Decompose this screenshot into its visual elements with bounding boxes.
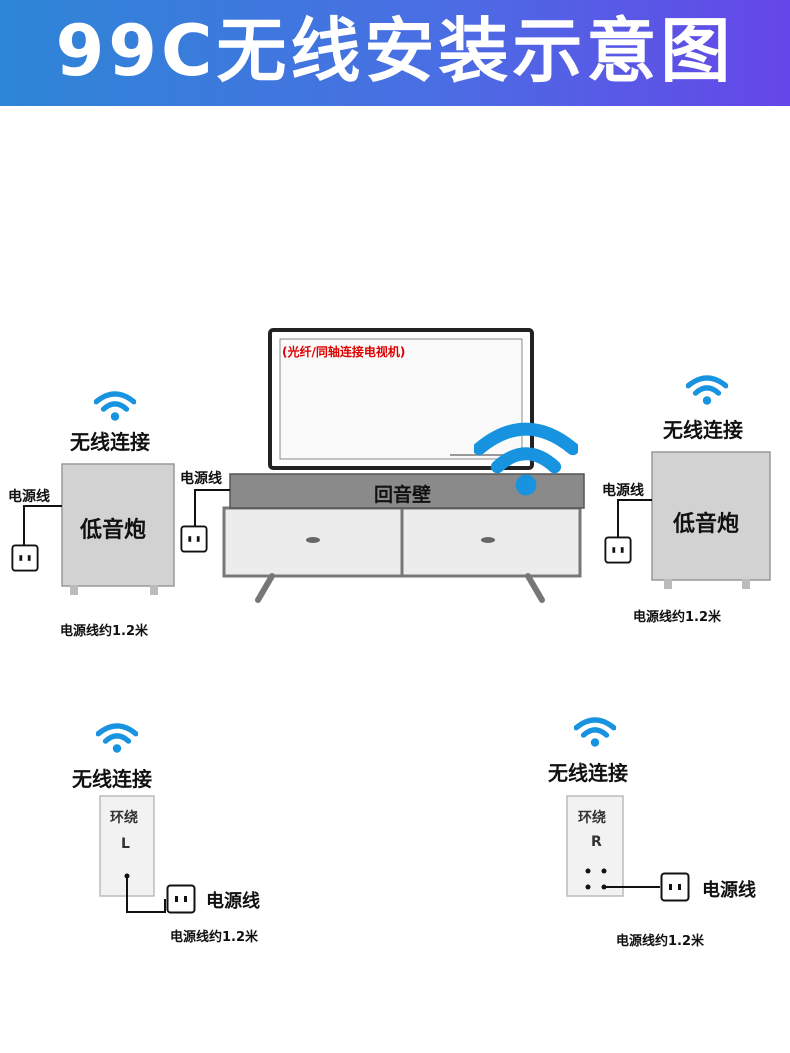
power-cord-label: 电源线 (8, 489, 50, 505)
surround-label: 环绕 (578, 810, 606, 826)
power-cord-length: 电源线约1.2米 (170, 930, 259, 945)
power-outlet-icon (604, 536, 632, 564)
wireless-label: 无线连接 (548, 761, 628, 785)
title-banner: 99C无线安装示意图 (0, 0, 790, 106)
left-subwoofer (61, 463, 175, 595)
power-outlet-icon (180, 525, 208, 553)
wifi-icon (688, 378, 726, 405)
left-channel-label: L (121, 836, 130, 852)
page-title: 99C无线安装示意图 (55, 10, 735, 92)
power-cord-length: 电源线约1.2米 (616, 934, 705, 949)
power-cord-length: 电源线约1.2米 (633, 610, 722, 625)
wifi-icon (576, 720, 614, 747)
power-outlet-icon (660, 872, 690, 902)
right-subwoofer (651, 451, 771, 589)
tv-connection-note: (光纤/同轴连接电视机) (282, 345, 406, 359)
surround-right-speaker (566, 795, 624, 897)
power-cord-label: 电源线 (602, 483, 644, 499)
wifi-icon (98, 726, 136, 753)
power-outlet-icon (166, 884, 196, 914)
power-cord-label: 电源线 (702, 880, 756, 901)
power-cord-label: 电源线 (206, 891, 260, 912)
right-channel-label: R (591, 834, 602, 850)
wireless-label: 无线连接 (663, 418, 743, 442)
wireless-label: 无线连接 (72, 767, 152, 791)
wireless-label: 无线连接 (70, 430, 150, 454)
power-outlet-icon (11, 544, 39, 572)
tv-cabinet (222, 506, 582, 603)
subwoofer-label: 低音炮 (80, 518, 147, 543)
soundbar-label: 回音壁 (374, 484, 432, 506)
power-cord-label: 电源线 (180, 471, 222, 487)
power-cord-length: 电源线约1.2米 (60, 624, 149, 639)
surround-label: 环绕 (110, 810, 138, 826)
subwoofer-label: 低音炮 (673, 512, 740, 537)
wifi-icon (96, 394, 134, 421)
